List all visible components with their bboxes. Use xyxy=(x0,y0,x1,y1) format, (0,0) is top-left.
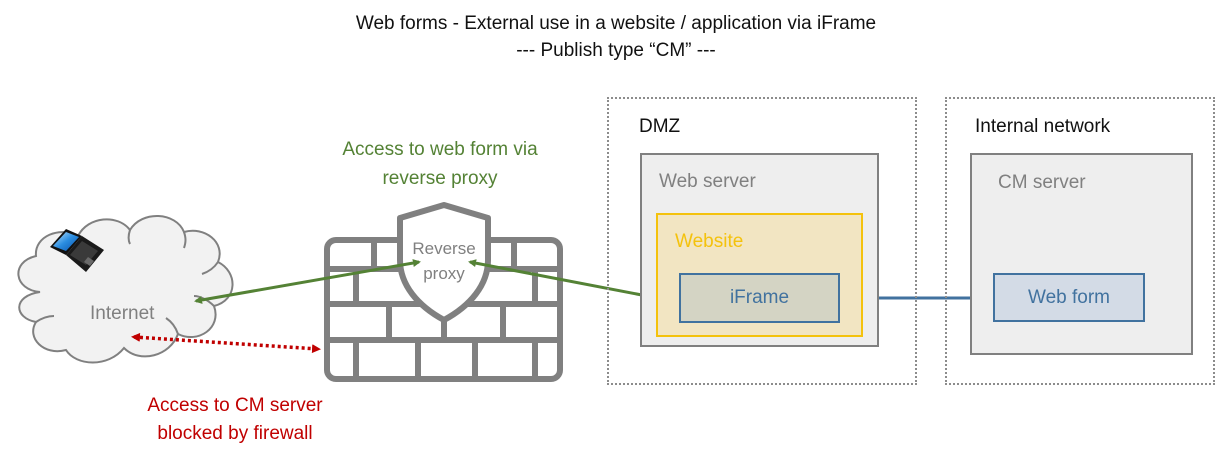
iframe-box: iFrame xyxy=(679,273,840,323)
diagram-title-line1: Web forms - External use in a website / … xyxy=(355,13,877,34)
internal-network-label: Internal network xyxy=(975,116,1111,137)
diagram-title-line2: --- Publish type “CM” --- xyxy=(516,40,716,61)
web-form-label: Web form xyxy=(1027,286,1110,308)
arrow-proxy-to-iframe xyxy=(468,259,670,303)
web-server-label: Web server xyxy=(659,171,756,192)
website-label: Website xyxy=(675,231,744,252)
allowed-access-annotation-line2: reverse proxy xyxy=(382,168,498,189)
internal-network-zone: Internal network xyxy=(945,97,1215,385)
arrow-blocked-internet-to-cm xyxy=(131,332,321,354)
dmz-label: DMZ xyxy=(639,116,681,137)
cm-server-box: CM server xyxy=(970,153,1193,355)
allowed-access-annotation-line1: Access to web form via xyxy=(342,139,538,160)
blocked-access-annotation-line1: Access to CM server xyxy=(147,395,323,416)
iframe-label: iFrame xyxy=(729,287,790,308)
internet-label: Internet xyxy=(90,303,155,324)
web-form-box: Web form xyxy=(993,273,1145,322)
arrow-internet-to-proxy xyxy=(194,259,421,304)
cm-server-label: CM server xyxy=(998,172,1086,193)
laptop-icon xyxy=(50,229,104,272)
blocked-access-annotation-line2: blocked by firewall xyxy=(157,423,313,444)
dmz-zone: DMZ xyxy=(607,97,917,385)
reverse-proxy-label-line2: proxy xyxy=(423,264,465,283)
reverse-proxy-label-line1: Reverse xyxy=(412,239,476,258)
